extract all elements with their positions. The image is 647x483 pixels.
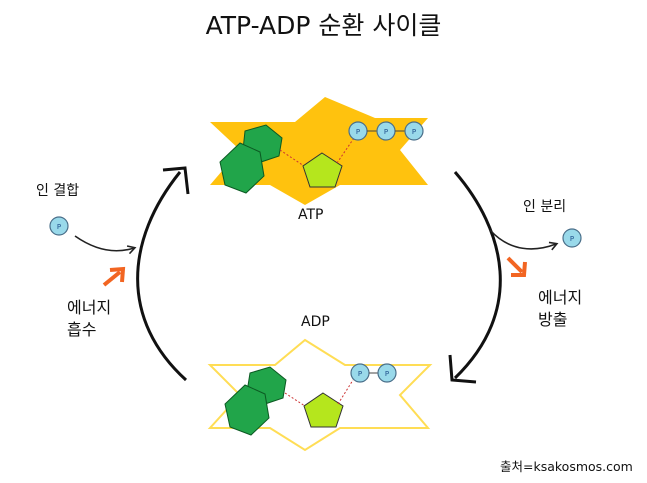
right-cycle-arrow [453,171,502,380]
adp-phosphate-1: P [350,363,370,383]
energy-absorb-arrow [102,266,126,287]
adp-pentagon [303,392,344,428]
adp-phosphate-link [337,379,354,405]
phosphate-bind-label: 인 결합 [36,183,80,199]
atp-phosphate-1: P [348,121,368,141]
atp-hexagon-lower [219,142,265,194]
adp-hexagon-lower [224,384,270,436]
svg-text:P: P [356,128,360,136]
adp-label: ADP [301,314,330,330]
energy-absorb-label-line2: 흡수 [67,320,97,339]
diagram-title: ATP-ADP 순환 사이클 [205,11,442,40]
atp-phosphate-2: P [376,121,396,141]
bind-phosphate: P [49,216,69,236]
svg-text:P: P [385,370,389,378]
svg-text:P: P [412,128,416,136]
svg-text:P: P [570,235,574,243]
svg-text:P: P [358,370,362,378]
split-arrow [489,229,559,251]
atp-star-shape [210,97,428,205]
energy-release-arrow [506,256,527,277]
left-cycle-arrowhead [162,166,190,195]
adp-star-outline [207,338,433,452]
atp-phosphate-link [336,137,355,164]
atp-label: ATP [298,207,324,223]
svg-text:P: P [384,128,388,136]
right-cycle-arrowhead [448,354,477,384]
atp-pentagon [302,152,343,188]
phosphate-split-label: 인 분리 [523,199,567,215]
source-credit: 출처=ksakosmos.com [500,459,633,474]
energy-release-label-line2: 방출 [538,310,568,329]
adp-bond-line [284,392,309,409]
split-phosphate: P [562,228,582,248]
atp-phosphate-3: P [404,121,424,141]
adp-molecule: P P [207,338,433,452]
adp-phosphate-2: P [377,363,397,383]
atp-bond-line [279,149,308,169]
energy-absorb-label-line1: 에너지 [67,298,112,317]
bind-arrow [74,235,137,255]
energy-release-label-line1: 에너지 [538,288,583,307]
svg-text:P: P [57,223,61,231]
atp-molecule: P P P [210,97,428,205]
left-cycle-arrow [136,171,188,382]
